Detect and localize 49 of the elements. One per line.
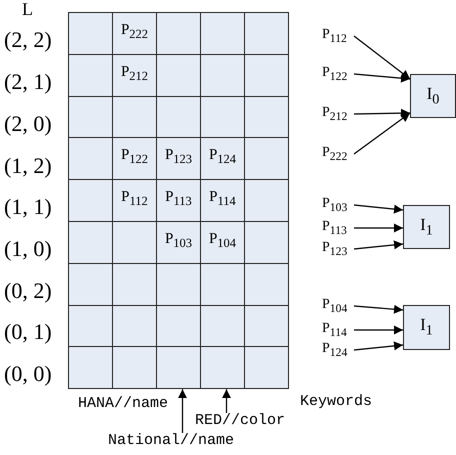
posting-label: P$_{222}$ [322,145,348,164]
arrow [354,240,404,250]
arrow [354,36,410,80]
row-label: (0, 1) [4,320,52,344]
arrow [354,304,404,314]
index-box: I$_{0}$ [410,74,456,118]
row-label: (2, 0) [4,112,52,136]
row-label: (2, 1) [4,70,52,94]
index-box: I$_{1}$ [403,305,450,350]
posting-label: P$_{212}$ [322,105,348,124]
posting-label: P$_{122}$ [322,65,348,84]
arrow [222,389,231,413]
keyword-label: HANA//name [78,396,168,412]
grid-cell: P$_{112}$ [112,179,157,222]
row-label: (1, 2) [4,154,52,178]
posting-label: P$_{114}$ [322,321,347,340]
grid-cell: P$_{122}$ [112,137,157,180]
grid-cell: P$_{124}$ [200,137,245,180]
keyword-label: National//name [108,433,234,450]
posting-label: P$_{123}$ [322,240,348,259]
grid-cell: P$_{222}$ [112,12,157,55]
grid-cell: P$_{103}$ [156,221,201,264]
arrow [354,341,404,351]
index-box: I$_{1}$ [403,205,450,249]
grid-cell: P$_{114}$ [200,179,245,222]
row-label: (1, 1) [4,195,52,220]
grid-cell: P$_{113}$ [156,179,201,222]
arrow [354,112,410,154]
posting-label: P$_{103}$ [322,196,348,215]
row-label: (2, 2) [4,28,52,52]
arrow [178,389,187,433]
arrow [354,326,403,334]
axis-label: L [22,0,33,20]
grid-cell: P$_{123}$ [156,137,201,180]
row-label: (0, 0) [4,362,52,386]
row-label: (0, 2) [4,279,52,304]
arrow [354,73,410,83]
arrow [354,108,410,118]
axis-label: Keywords [300,394,372,410]
posting-label: P$_{124}$ [322,341,348,360]
keyword-label: RED//color [195,413,286,430]
arrow [354,204,404,214]
grid-cell: P$_{212}$ [112,54,157,97]
arrow [354,224,403,232]
row-label: (1, 0) [4,237,52,262]
posting-label: P$_{113}$ [322,219,347,238]
grid-cell: P$_{104}$ [200,221,245,264]
posting-label: P$_{104}$ [322,297,348,316]
posting-label: P$_{112}$ [322,27,347,46]
